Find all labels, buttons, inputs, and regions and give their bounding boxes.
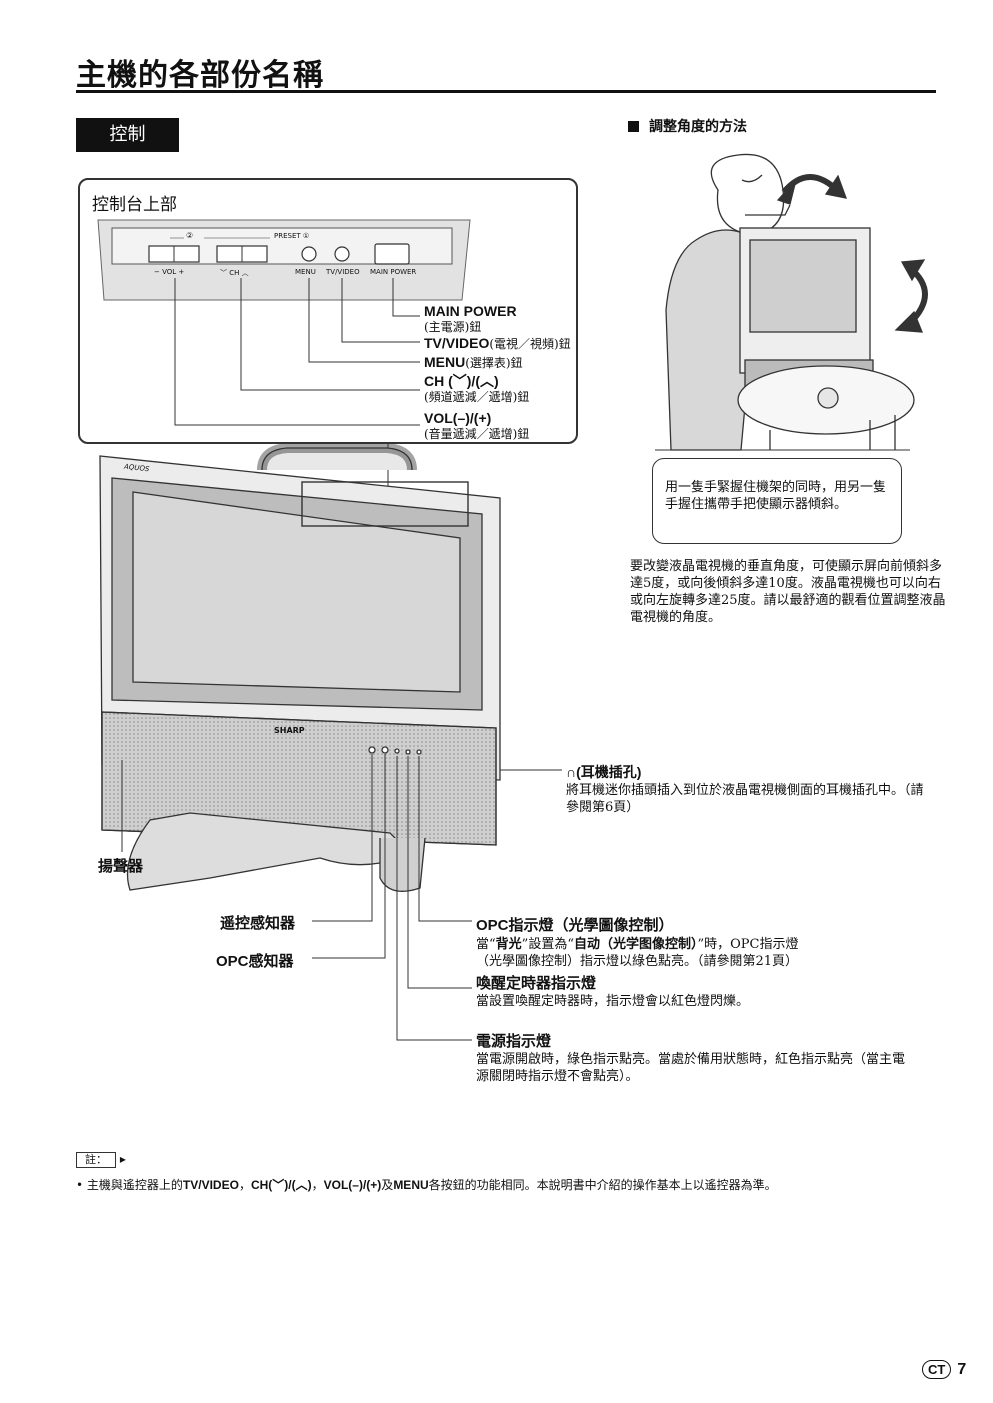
- tv-brand-label: SHARP: [274, 726, 305, 735]
- control-panel-box: [78, 178, 578, 444]
- preset-2-label: ②: [186, 231, 194, 240]
- note-tag: 註： ▸: [76, 1152, 126, 1168]
- angle-paragraph: 要改變液晶電視機的垂直角度，可使顯示屏向前傾斜多達5度，或向後傾斜多達10度。液…: [630, 559, 946, 625]
- headphone-callout: ∩(耳機插孔) 將耳機迷你插頭插入到位於液晶電視機側面的耳機插孔中。（請參閱第6…: [566, 764, 924, 815]
- tv-leaders: [121, 754, 562, 1041]
- arrow-icon: ▸: [116, 1152, 126, 1166]
- callout-ch: CH (﹀)/(︿) (頻道遞減／遞增)鈕: [424, 373, 530, 404]
- preset-label: PRESET ①: [274, 232, 310, 240]
- power-led-callout: 電源指示燈 當電源開啟時，綠色指示點亮。當處於備用狀態時，紅色指示點亮（當主電源…: [476, 1033, 906, 1084]
- tvvideo-label: TV/VIDEO: [326, 268, 360, 276]
- menu-label: MENU: [295, 268, 316, 276]
- callout-tv-video: TV/VIDEO(電視／視頻)鈕: [424, 335, 571, 351]
- opc-led-callout: OPC指示燈（光學圖像控制） 當“背光”設置為“自动（光学图像控制）”時，OPC…: [476, 917, 799, 969]
- ct-badge: CT: [922, 1360, 952, 1379]
- opc-sensor-label: OPC感知器: [216, 953, 294, 970]
- tv-illustration: [99, 443, 501, 892]
- angle-heading: 調整角度的方法: [628, 116, 747, 136]
- page-title: 主機的各部份名稱: [76, 58, 324, 93]
- control-panel-title: 控制台上部: [92, 195, 177, 215]
- headphone-icon: ∩: [566, 764, 577, 780]
- callout-main-power: MAIN POWER (主電源)鈕: [424, 303, 517, 334]
- remote-sensor-label: 遥控感知器: [220, 915, 296, 932]
- speech-bubble: 用一隻手緊握住機架的同時，用另一隻手握住攜帶手把使顯示器傾斜。: [652, 458, 902, 544]
- ch-label: ﹀ CH ︿: [220, 269, 249, 277]
- title-rule: [76, 90, 936, 93]
- timer-led-callout: 喚醒定時器指示燈 當設置喚醒定時器時，指示燈會以紅色燈閃爍。: [476, 975, 750, 1009]
- speaker-label: 揚聲器: [98, 858, 144, 875]
- control-strip-drawing: [97, 219, 471, 301]
- mainpower-label: MAIN POWER: [370, 268, 417, 276]
- callout-menu: MENU(選擇表)鈕: [424, 354, 523, 370]
- note-text: • 主機與遙控器上的TV/VIDEO，CH(﹀)/(︿)，VOL(–)/(+)及…: [76, 1178, 777, 1192]
- callout-vol: VOL(–)/(+) (音量遞減／遞增)鈕: [424, 410, 530, 441]
- person-adjusting-tv-illustration: [655, 153, 928, 451]
- panel-leaders: [174, 278, 420, 488]
- square-bullet-icon: [628, 121, 639, 132]
- section-tab: 控制: [76, 118, 179, 152]
- vol-label: − VOL +: [154, 268, 185, 276]
